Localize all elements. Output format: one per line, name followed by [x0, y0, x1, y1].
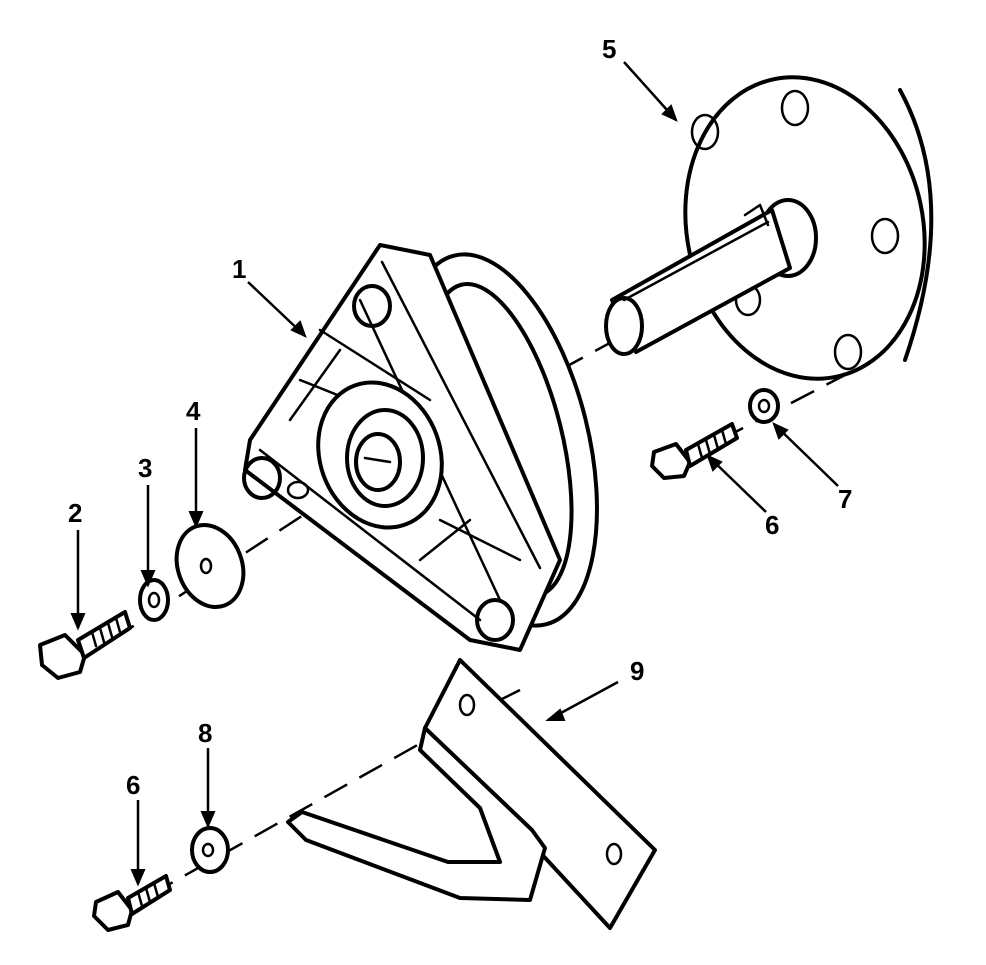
callout-6-upper: 6: [765, 510, 779, 540]
callout-6-lower: 6: [126, 770, 140, 800]
callout-9: 9: [630, 656, 644, 686]
callout-1: 1: [232, 254, 246, 284]
callout-5: 5: [602, 34, 616, 64]
part-6-bolt-lower: [92, 874, 172, 932]
part-8-washer: [190, 826, 230, 874]
callout-7: 7: [838, 484, 852, 514]
callout-8: 8: [198, 718, 212, 748]
part-4-flat-washer: [174, 523, 246, 609]
part-7-lock-washer: [748, 388, 780, 424]
leader-lines: [70, 61, 839, 887]
callout-labels: 1 2 3 4 5 6 7 8 6 9: [68, 34, 852, 800]
part-2-bolt: [38, 610, 132, 680]
callout-2: 2: [68, 498, 82, 528]
part-9-bracket: [286, 658, 657, 930]
part-5-flange-shaft: [604, 75, 934, 381]
part-6-bolt-upper: [650, 422, 739, 480]
part-3-lock-washer: [138, 578, 170, 622]
part-1-bearing-housing: [242, 243, 599, 652]
callout-3: 3: [138, 453, 152, 483]
callout-4: 4: [186, 396, 201, 426]
